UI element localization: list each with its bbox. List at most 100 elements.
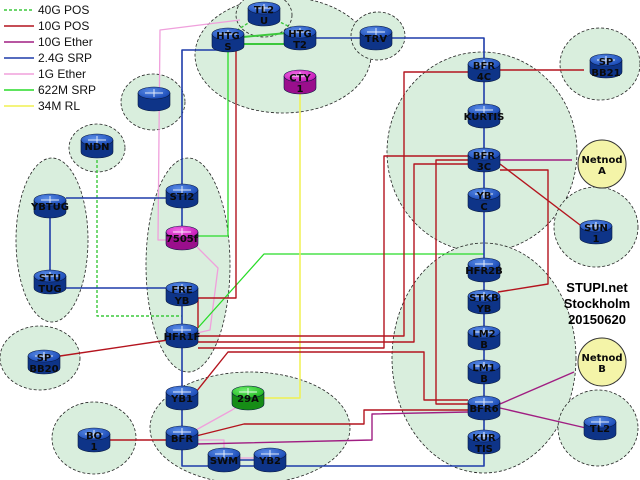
node-label-sub: 1 xyxy=(297,84,304,95)
node-label: TL2 xyxy=(254,5,274,16)
node-label-sub: TUG xyxy=(38,284,61,295)
router-icon xyxy=(475,190,493,198)
node-label-sub: T2 xyxy=(293,40,307,51)
node-label-sub: C xyxy=(480,202,487,213)
site-cloud-yb-tug xyxy=(15,157,89,323)
router-icon xyxy=(475,292,493,300)
node-kurtis2: KURTIS xyxy=(467,429,501,455)
router-icon xyxy=(145,89,163,97)
node-label: HTG xyxy=(288,29,311,40)
node-label: TL2 xyxy=(590,424,610,435)
link-hfr1f-bfr3c-red xyxy=(198,163,468,343)
link-bfr-yb2 xyxy=(181,446,485,467)
links-10g-ether xyxy=(195,159,587,445)
link-bfr6-netnodb xyxy=(499,371,575,405)
link-htgs-sti2 xyxy=(181,49,222,186)
node-label-sub: U xyxy=(260,16,268,27)
link-ndn-hfr1f xyxy=(96,155,182,317)
link-htgs-hfr1f-red xyxy=(197,48,237,328)
node-label-sub: TIS xyxy=(475,444,493,455)
node-unnamed xyxy=(137,86,171,112)
diagram-title: STUPI.net Stockholm 20150620 xyxy=(564,280,630,327)
router-icon xyxy=(173,428,191,436)
node-label: SWM xyxy=(210,456,238,467)
node-label: Netnod xyxy=(581,155,622,166)
node-netnodb-shape xyxy=(577,337,627,387)
router-icon xyxy=(475,398,493,406)
node-yb1: YB1 xyxy=(165,385,199,411)
node-label-sub: YB xyxy=(174,296,190,307)
node-label-sub: BB21 xyxy=(591,68,620,79)
node-hfr1f: HFR1F xyxy=(164,323,201,349)
node-label: SP xyxy=(37,353,52,364)
link-bfr3c-sun1 xyxy=(499,163,585,229)
node-label: YB1 xyxy=(170,394,193,405)
node-label: YB2 xyxy=(258,456,281,467)
router-icon xyxy=(41,272,59,280)
node-label: CTY xyxy=(289,73,311,84)
node-ybc: YBC xyxy=(467,187,501,213)
node-label-sub: 4C xyxy=(477,72,491,83)
router-icon xyxy=(173,186,191,194)
router-icon xyxy=(291,72,309,80)
router-icon xyxy=(41,196,59,204)
link-bfr-bfr6-red xyxy=(195,409,468,437)
router-icon xyxy=(475,106,493,114)
node-yb2: YB2 xyxy=(253,447,287,473)
link-hfr1f-hfr2b-green xyxy=(195,253,484,331)
legend-item-10g-pos: 10G POS xyxy=(38,19,89,33)
router-icon xyxy=(173,388,191,396)
link-yb1-bfr6-red xyxy=(195,351,468,401)
link-hfr1f-spbb20 xyxy=(59,339,169,357)
site-cloud-yb1 xyxy=(149,371,351,480)
node-label: TRV xyxy=(365,34,388,45)
link-htgs-7505f-green xyxy=(196,46,229,237)
node-label: HTG xyxy=(216,31,239,42)
title-line-3: 20150620 xyxy=(568,312,626,327)
node-label-sub: B xyxy=(598,364,606,375)
router-icon xyxy=(261,450,279,458)
node-label: KUR xyxy=(472,433,496,444)
node-hfr2b: HFR2B xyxy=(465,257,503,283)
node-label-sub: 1 xyxy=(91,442,98,453)
link-bfr-bfr6-purple xyxy=(195,411,469,445)
node-bfr: BFR xyxy=(165,425,199,451)
node-label: STI2 xyxy=(170,192,195,203)
router-icon xyxy=(475,328,493,336)
node-label: YBTUG xyxy=(30,202,69,213)
node-label: SP xyxy=(599,57,614,68)
node-29a: 29A xyxy=(231,385,265,411)
node-bfr6: BFR6 xyxy=(467,395,501,421)
link-hfr1f-bfr3c-red2 xyxy=(198,155,468,349)
node-label: BFR6 xyxy=(469,404,498,415)
legend-item-622m-srp: 622M SRP xyxy=(38,83,96,97)
node-label: FRE xyxy=(171,285,193,296)
node-trv: TRV xyxy=(359,25,393,51)
node-label: HFR1F xyxy=(164,332,201,343)
node-label: BFR xyxy=(473,61,495,72)
router-icon xyxy=(173,326,191,334)
node-label: NDN xyxy=(84,142,109,153)
link-trv-bfr4c xyxy=(392,37,485,60)
node-label: 29A xyxy=(237,394,259,405)
link-bfr3c-red-right xyxy=(497,169,549,293)
node-label: LM1 xyxy=(472,363,495,374)
link-bfr6-red-left xyxy=(435,159,470,405)
node-label-sub: B xyxy=(480,374,488,385)
legend: 40G POS 10G POS 10G Ether 2.4G SRP 1G Et… xyxy=(4,3,96,113)
node-label: KURTIS xyxy=(464,112,505,123)
links-10g-pos xyxy=(59,48,585,441)
